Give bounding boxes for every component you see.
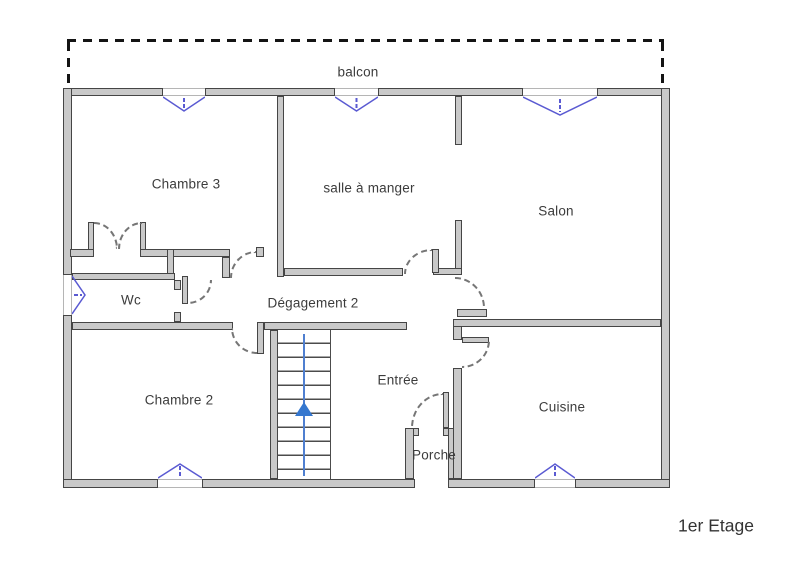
porch-door-arc	[411, 393, 443, 428]
balcony-outline-left	[67, 42, 70, 88]
window-frame-cuisine	[535, 479, 575, 488]
room-label-degagement2: Dégagement 2	[267, 295, 359, 311]
wall-top-c	[378, 88, 523, 96]
wall-chambre3-door-jamb	[256, 247, 264, 257]
sam-door-arc	[404, 249, 432, 274]
wall-bottom-d	[575, 479, 670, 488]
window-frame-chambre2	[158, 479, 202, 488]
wall-sam-salon-stub-bottom	[455, 220, 462, 275]
window-icon-cuisine	[535, 463, 575, 479]
window-icon-wc	[72, 275, 86, 315]
wall-chambre2-top-b	[264, 322, 407, 330]
wall-stairwell-left	[270, 330, 278, 479]
wall-bottom-c	[448, 479, 535, 488]
cuisine-door-arc	[462, 340, 490, 368]
room-label-cuisine: Cuisine	[538, 399, 586, 415]
wall-salon-door-jamb	[457, 309, 487, 317]
balcony-outline-right	[661, 42, 664, 88]
closet-door-arc-left	[94, 222, 118, 249]
wall-sam-salon-stub-top	[455, 96, 462, 145]
wall-wc-right-b	[174, 312, 181, 322]
wall-corridor-lstub	[222, 257, 230, 278]
wall-chambre2-top-a	[72, 322, 233, 330]
room-label-wc: Wc	[121, 292, 141, 308]
window-icon-chambre3	[163, 96, 205, 112]
wall-closet-top-b	[140, 249, 230, 257]
wall-left-b	[63, 315, 72, 488]
balcony-outline-top	[67, 39, 664, 42]
wall-top-d	[597, 88, 670, 96]
window-frame-salon	[523, 88, 597, 96]
room-label-porche: Porche	[412, 447, 456, 463]
chambre2-door-arc	[231, 328, 257, 354]
window-icon-chambre2	[158, 463, 202, 479]
window-frame-chambre3	[163, 88, 205, 96]
window-frame-sam	[335, 88, 378, 96]
wall-left-a	[63, 88, 72, 275]
wall-wc-right-a	[174, 280, 181, 290]
window-icon-salon	[523, 96, 597, 116]
room-label-salle-a-manger: salle à manger	[323, 180, 415, 196]
wall-chambre3-sam	[277, 96, 284, 277]
wall-sam-south	[284, 268, 403, 276]
wall-porch-left	[405, 428, 414, 479]
wall-cuisine-left-b	[453, 368, 462, 479]
room-label-balcon: balcon	[337, 64, 379, 80]
wall-cuisine-left-a	[453, 326, 462, 340]
wall-top-a	[63, 88, 163, 96]
stairs-up-arrow-icon	[295, 402, 313, 416]
wall-right	[661, 88, 670, 488]
floor-title: 1er Etage	[678, 515, 754, 536]
room-label-chambre3: Chambre 3	[151, 176, 221, 192]
wall-bottom-a	[63, 479, 158, 488]
wc-door-arc	[188, 280, 212, 304]
salon-door-arc	[455, 277, 485, 308]
room-label-chambre2: Chambre 2	[144, 392, 214, 408]
room-label-entree: Entrée	[377, 372, 419, 388]
wc-door-leaf	[182, 276, 188, 304]
room-label-salon: Salon	[538, 203, 574, 219]
sam-door-leaf	[432, 249, 439, 273]
wall-closet-top-a	[70, 249, 94, 257]
porch-door-leaf	[443, 392, 449, 428]
wall-bottom-b	[202, 479, 415, 488]
window-frame-wc	[63, 275, 72, 315]
chambre3-door-arc	[230, 251, 256, 278]
chambre2-door-leaf	[257, 322, 264, 354]
window-icon-sam	[335, 96, 378, 112]
wall-top-b	[205, 88, 335, 96]
closet-door-arc-right	[118, 222, 142, 249]
wall-salon-cuisine-divider	[453, 319, 661, 327]
